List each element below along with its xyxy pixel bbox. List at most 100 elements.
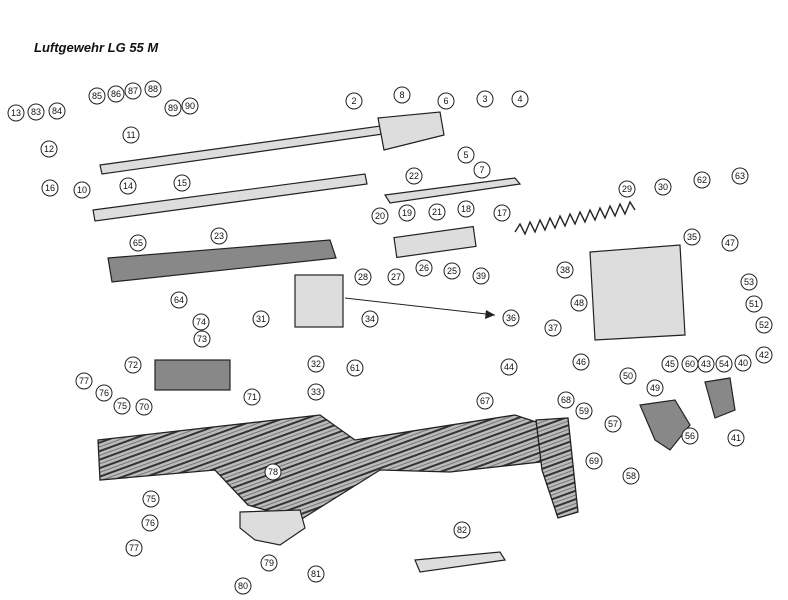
callout-circle bbox=[557, 391, 575, 409]
part-number: 41 bbox=[731, 433, 741, 443]
part-callout: 32 bbox=[307, 355, 325, 373]
part-number: 35 bbox=[687, 232, 697, 242]
part-callout: 44 bbox=[500, 358, 518, 376]
callout-circle bbox=[734, 354, 752, 372]
part-number: 38 bbox=[560, 265, 570, 275]
part-number: 88 bbox=[148, 84, 158, 94]
part-callout: 7 bbox=[473, 161, 491, 179]
callout-circle bbox=[387, 268, 405, 286]
callout-circle bbox=[457, 146, 475, 164]
part-callout: 72 bbox=[124, 356, 142, 374]
callout-circle bbox=[361, 310, 379, 328]
callout-circle bbox=[170, 291, 188, 309]
callout-circle bbox=[715, 355, 733, 373]
part-callout: 37 bbox=[544, 319, 562, 337]
part-number: 18 bbox=[461, 204, 471, 214]
part-callout: 6 bbox=[437, 92, 455, 110]
part-number: 4 bbox=[517, 94, 522, 104]
part-number: 46 bbox=[576, 357, 586, 367]
callout-circle bbox=[88, 87, 106, 105]
part-callout: 71 bbox=[243, 388, 261, 406]
part-number: 67 bbox=[480, 396, 490, 406]
part-number: 15 bbox=[177, 178, 187, 188]
part-callout: 13 bbox=[7, 104, 25, 122]
part-callout: 10 bbox=[73, 181, 91, 199]
part-number: 27 bbox=[391, 272, 401, 282]
callout-circle bbox=[307, 355, 325, 373]
part-callout: 70 bbox=[135, 398, 153, 416]
part-number: 53 bbox=[744, 277, 754, 287]
part-callout: 81 bbox=[307, 565, 325, 583]
part-callout: 25 bbox=[443, 262, 461, 280]
part-number: 45 bbox=[665, 359, 675, 369]
part-callout: 2 bbox=[345, 92, 363, 110]
callout-circle bbox=[654, 178, 672, 196]
callout-circle bbox=[681, 355, 699, 373]
part-callout: 15 bbox=[173, 174, 191, 192]
part-number: 48 bbox=[574, 298, 584, 308]
callout-circle bbox=[210, 227, 228, 245]
callout-circle bbox=[234, 577, 252, 595]
part-number: 10 bbox=[77, 185, 87, 195]
part-callout: 5 bbox=[457, 146, 475, 164]
callout-circle bbox=[405, 167, 423, 185]
part-number: 23 bbox=[214, 231, 224, 241]
callout-circle bbox=[500, 358, 518, 376]
callout-circle bbox=[393, 86, 411, 104]
callout-circle bbox=[575, 402, 593, 420]
part-number: 78 bbox=[268, 467, 278, 477]
part-callout: 58 bbox=[622, 467, 640, 485]
part-number: 87 bbox=[128, 86, 138, 96]
part-callout: 60 bbox=[681, 355, 699, 373]
arrow-head bbox=[485, 310, 495, 319]
part-callout: 68 bbox=[557, 391, 575, 409]
part-number: 37 bbox=[548, 323, 558, 333]
part-callout: 52 bbox=[755, 316, 773, 334]
part-number: 81 bbox=[311, 569, 321, 579]
part-number: 42 bbox=[759, 350, 769, 360]
part-callout: 45 bbox=[661, 355, 679, 373]
callout-circle bbox=[731, 167, 749, 185]
part-callout: 88 bbox=[144, 80, 162, 98]
part-number: 77 bbox=[129, 543, 139, 553]
part-number: 54 bbox=[719, 359, 729, 369]
part-number: 49 bbox=[650, 383, 660, 393]
part-callout: 64 bbox=[170, 291, 188, 309]
part-callout: 77 bbox=[125, 539, 143, 557]
barrel-housing bbox=[92, 173, 368, 222]
part-number: 8 bbox=[399, 90, 404, 100]
part-callout: 42 bbox=[755, 346, 773, 364]
callout-circle bbox=[124, 356, 142, 374]
part-number: 71 bbox=[247, 392, 257, 402]
part-number: 62 bbox=[697, 175, 707, 185]
part-callout: 57 bbox=[604, 415, 622, 433]
part-number: 47 bbox=[725, 238, 735, 248]
barrel-block bbox=[377, 111, 445, 151]
callout-circle bbox=[727, 429, 745, 447]
part-number: 57 bbox=[608, 419, 618, 429]
callout-circle bbox=[473, 161, 491, 179]
part-number: 79 bbox=[264, 558, 274, 568]
part-callout: 14 bbox=[119, 177, 137, 195]
receiver-box bbox=[589, 244, 686, 341]
part-callout: 74 bbox=[192, 313, 210, 331]
part-callout: 56 bbox=[681, 427, 699, 445]
part-number: 60 bbox=[685, 359, 695, 369]
part-number: 36 bbox=[506, 313, 516, 323]
part-callout: 34 bbox=[361, 310, 379, 328]
part-number: 63 bbox=[735, 171, 745, 181]
part-callout: 47 bbox=[721, 234, 739, 252]
part-number: 52 bbox=[759, 320, 769, 330]
part-number: 77 bbox=[79, 376, 89, 386]
magazine-block bbox=[154, 359, 231, 391]
part-callout: 33 bbox=[307, 383, 325, 401]
callout-circle bbox=[7, 104, 25, 122]
part-number: 25 bbox=[447, 266, 457, 276]
callout-circle bbox=[622, 467, 640, 485]
callout-circle bbox=[73, 181, 91, 199]
trigger-guard bbox=[239, 509, 306, 546]
callout-circle bbox=[345, 92, 363, 110]
callout-circle bbox=[75, 372, 93, 390]
part-number: 84 bbox=[52, 106, 62, 116]
